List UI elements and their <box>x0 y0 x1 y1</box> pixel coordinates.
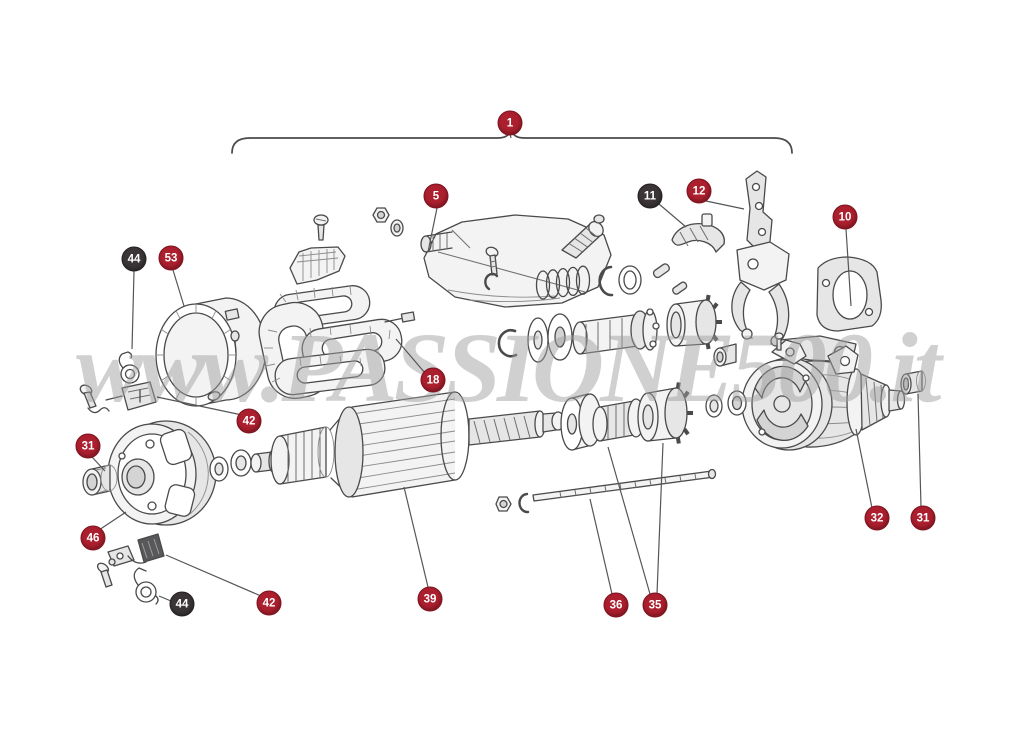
coil-spring <box>535 265 591 300</box>
leader-line-44 <box>158 595 172 602</box>
splined-sleeve <box>572 308 660 355</box>
pinion-assembly <box>560 382 693 451</box>
callout-36[interactable]: 36 <box>603 592 629 618</box>
pole-shoe <box>289 246 346 285</box>
callout-35[interactable]: 35 <box>642 592 668 618</box>
callout-44[interactable]: 44 <box>121 246 147 272</box>
leader-line-36 <box>589 498 613 595</box>
drive-end-housing <box>741 332 906 451</box>
brush-clamp <box>671 213 725 253</box>
clutch-ring-gear <box>666 294 722 350</box>
leader-line-42 <box>156 396 243 416</box>
drive-pins <box>652 263 688 295</box>
c-washer-small <box>484 272 499 291</box>
spacer-bushing <box>713 343 737 367</box>
terminal-nut <box>372 207 390 223</box>
leader-line-31 <box>917 393 922 508</box>
c-clip <box>598 265 614 297</box>
leader-line-10 <box>845 228 852 307</box>
brush-spring-upper <box>118 351 140 384</box>
pole-shoe-screw <box>313 214 329 241</box>
commutator-end-cover <box>107 420 217 526</box>
callout-44[interactable]: 44 <box>169 591 195 617</box>
callout-31[interactable]: 31 <box>910 505 936 531</box>
callout-31[interactable]: 31 <box>75 433 101 459</box>
callout-42[interactable]: 42 <box>256 590 282 616</box>
callout-42[interactable]: 42 <box>236 408 262 434</box>
leader-line-42 <box>165 554 262 597</box>
gasket <box>816 256 882 332</box>
leader-line-11 <box>658 203 687 228</box>
pilot-bushing <box>900 370 926 395</box>
leader-line-46 <box>98 511 127 531</box>
leader-line-35 <box>607 446 651 595</box>
leader-line-39 <box>403 486 429 588</box>
brush-spring-lower <box>133 567 159 605</box>
callout-11[interactable]: 11 <box>637 183 663 209</box>
callout-12[interactable]: 12 <box>686 178 712 204</box>
leader-line-31 <box>91 456 106 472</box>
rod-nut <box>495 496 512 512</box>
switch-screw <box>485 246 499 276</box>
callout-10[interactable]: 10 <box>832 204 858 230</box>
thrust-washers <box>209 449 252 482</box>
callout-46[interactable]: 46 <box>80 525 106 551</box>
leader-line-44 <box>131 270 135 350</box>
leader-line-35 <box>656 442 664 595</box>
snap-ring <box>497 329 518 358</box>
terminal-washer <box>390 219 404 237</box>
callout-53[interactable]: 53 <box>158 245 184 271</box>
switch-plate <box>420 214 612 308</box>
leader-line-32 <box>855 428 873 509</box>
tie-rod <box>532 468 717 502</box>
yoke-band <box>155 297 267 407</box>
leader-line-5 <box>427 207 438 253</box>
callout-18[interactable]: 18 <box>420 367 446 393</box>
washer-pair <box>705 390 747 418</box>
callout-32[interactable]: 32 <box>864 505 890 531</box>
armature <box>250 391 565 498</box>
field-coils <box>258 285 416 400</box>
bushing-front <box>82 464 118 496</box>
leader-line-18 <box>395 338 426 374</box>
callout-39[interactable]: 39 <box>417 586 443 612</box>
brush-holder-lower <box>96 533 165 588</box>
rod-c-washer <box>518 492 530 514</box>
callout-5[interactable]: 5 <box>423 183 449 209</box>
brush-holder-upper <box>79 381 157 414</box>
leader-line-12 <box>705 200 745 210</box>
thrust-collar-pair <box>527 313 573 363</box>
callout-1[interactable]: 1 <box>497 110 523 136</box>
o-ring <box>618 265 642 295</box>
leader-line-53 <box>172 269 185 307</box>
